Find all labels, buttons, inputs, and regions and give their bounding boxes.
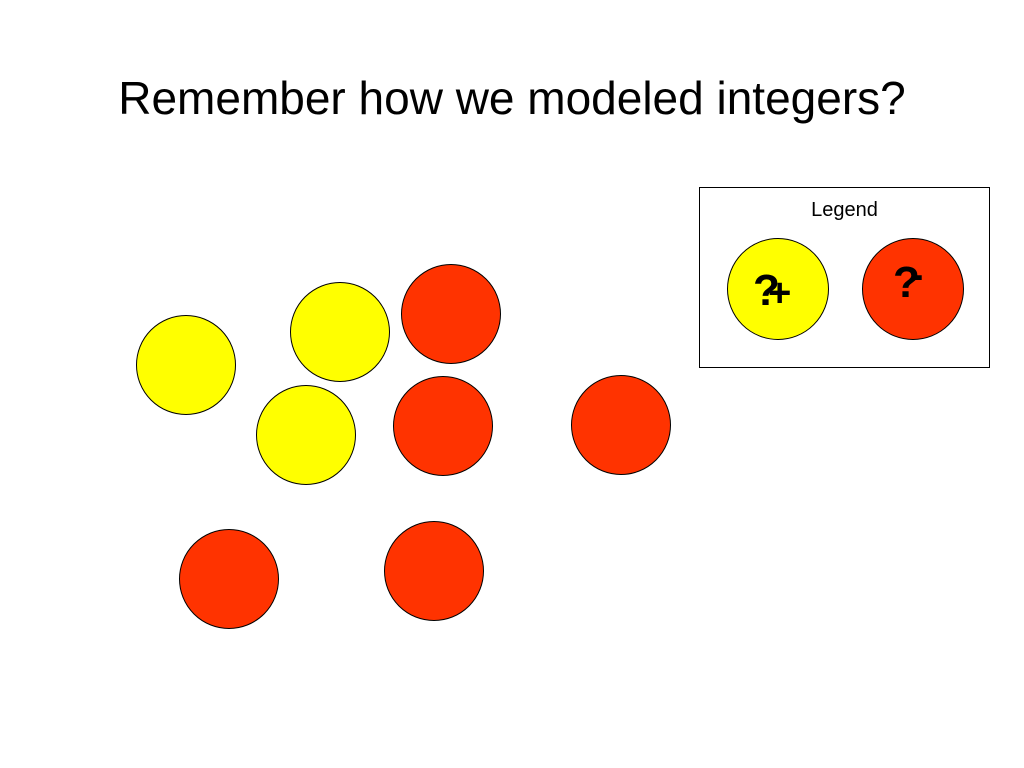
- legend-positive-glyph: ?: [753, 266, 780, 315]
- legend-positive-counter: ? +: [727, 238, 829, 340]
- legend-title: Legend: [811, 199, 878, 221]
- positive-counter: [256, 385, 356, 485]
- negative-counter: [384, 521, 484, 621]
- negative-counter: [393, 376, 493, 476]
- negative-counter: [401, 264, 501, 364]
- negative-counter: [571, 375, 671, 475]
- negative-counter: [179, 529, 279, 629]
- legend-negative-glyph: ?: [893, 258, 920, 307]
- slide-title: Remember how we modeled integers?: [118, 72, 906, 124]
- positive-counter: [136, 315, 236, 415]
- legend-box: Legend ? + ? -: [699, 187, 990, 368]
- legend-positive-sign: +: [768, 271, 792, 315]
- positive-counter: [290, 282, 390, 382]
- legend-negative-counter: ? -: [862, 238, 964, 340]
- legend-negative-sign: -: [910, 253, 924, 297]
